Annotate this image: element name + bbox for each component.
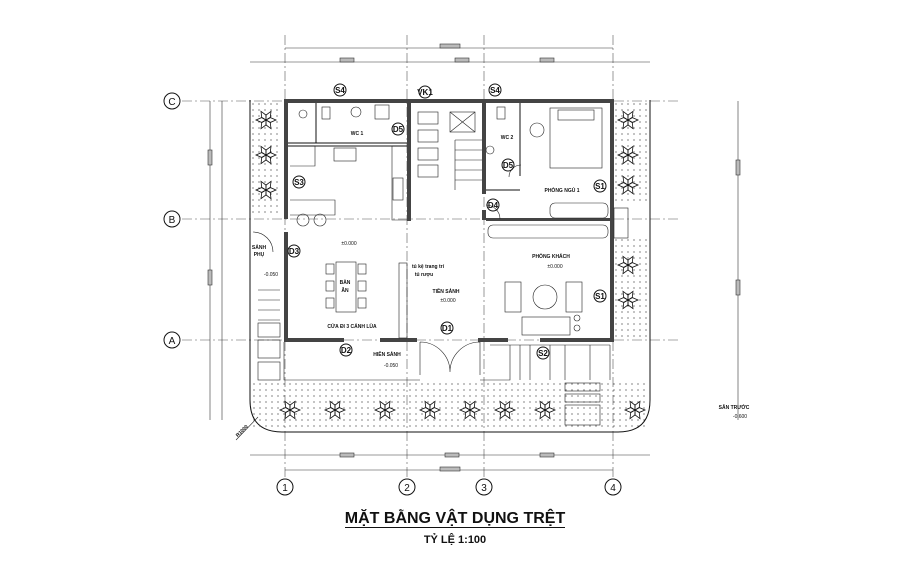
sliding-door-label: CỬA ĐI 3 CÁNH LÙA xyxy=(327,323,377,330)
tag-s4: S4 xyxy=(335,86,345,95)
tree-icon xyxy=(616,255,640,275)
trees xyxy=(254,110,647,420)
tree-icon xyxy=(493,400,517,420)
room-porch: HIÊN SẢNH xyxy=(373,350,401,358)
radius-label: R1000 xyxy=(235,424,250,439)
tag-d3: D3 xyxy=(289,247,300,256)
tree-icon xyxy=(616,145,640,165)
tree-icon xyxy=(533,400,557,420)
tag-s3: S3 xyxy=(294,178,304,187)
tree-icon xyxy=(458,400,482,420)
cabinet-label-1: tủ kệ trang trí xyxy=(412,264,445,270)
room-wc1: WC 1 xyxy=(351,131,364,137)
axis-bubbles xyxy=(163,92,622,496)
tree-icon xyxy=(278,400,302,420)
cabinet-label-2: tủ rượu xyxy=(415,272,433,278)
tree-icon xyxy=(623,400,647,420)
drawing-title-text: MẶT BẰNG VẬT DỤNG TRỆT xyxy=(344,510,566,528)
room-side-hall-2: PHỤ xyxy=(254,252,265,258)
room-wc2: WC 2 xyxy=(501,135,514,141)
level-lobby: ±0.000 xyxy=(440,298,455,304)
tag-s1: S1 xyxy=(595,292,605,301)
room-dining-2: ĂN xyxy=(341,287,349,294)
level-side: -0.050 xyxy=(264,272,278,278)
level-living: ±0.000 xyxy=(547,264,562,270)
tag-d5: D5 xyxy=(503,161,514,170)
tag-s2: S2 xyxy=(538,349,548,358)
tag-d1: D1 xyxy=(442,324,453,333)
tag-d4: D4 xyxy=(488,201,499,210)
garden-dots xyxy=(252,103,647,427)
drawing-scale: TỶ LỆ 1:100 xyxy=(423,534,487,546)
tree-icon xyxy=(616,290,640,310)
tree-icon xyxy=(254,145,278,165)
tree-icon xyxy=(254,110,278,130)
level-yard: -0.600 xyxy=(733,414,747,420)
tree-icon xyxy=(373,400,397,420)
tag-circles xyxy=(287,83,607,360)
dimension-lines xyxy=(207,43,741,472)
tree-icon xyxy=(616,110,640,130)
walls xyxy=(284,99,614,342)
room-side-hall-1: SẢNH xyxy=(252,244,267,251)
axis-2: 2 xyxy=(404,483,410,494)
tag-vk1: VK1 xyxy=(417,88,433,97)
axis-3: 3 xyxy=(481,483,487,494)
tag-s4: S4 xyxy=(490,86,500,95)
tag-s1: S1 xyxy=(595,182,605,191)
room-bedroom: PHÒNG NGỦ 1 xyxy=(544,186,579,194)
level-porch: -0.050 xyxy=(384,363,398,369)
tree-icon xyxy=(254,180,278,200)
level-dining: ±0.000 xyxy=(341,241,356,247)
axis-1: 1 xyxy=(282,483,288,494)
axis-c: C xyxy=(168,97,175,108)
garden-boundary xyxy=(249,100,651,433)
room-living: PHÒNG KHÁCH xyxy=(532,252,570,260)
tree-icon xyxy=(418,400,442,420)
tag-d2: D2 xyxy=(341,346,352,355)
drawing-title: MẶT BẰNG VẬT DỤNG TRỆT xyxy=(0,510,900,528)
interior xyxy=(235,103,629,441)
axis-a: A xyxy=(169,336,176,347)
front-yard-label: SÂN TRƯỚC xyxy=(719,403,750,411)
tree-icon xyxy=(616,175,640,195)
axis-4: 4 xyxy=(610,483,616,494)
tree-icon xyxy=(323,400,347,420)
room-dining-1: BÀN xyxy=(340,279,351,286)
tag-d5: D5 xyxy=(393,125,404,134)
axis-b: B xyxy=(169,215,176,226)
room-lobby: TIỀN SẢNH xyxy=(433,288,460,295)
